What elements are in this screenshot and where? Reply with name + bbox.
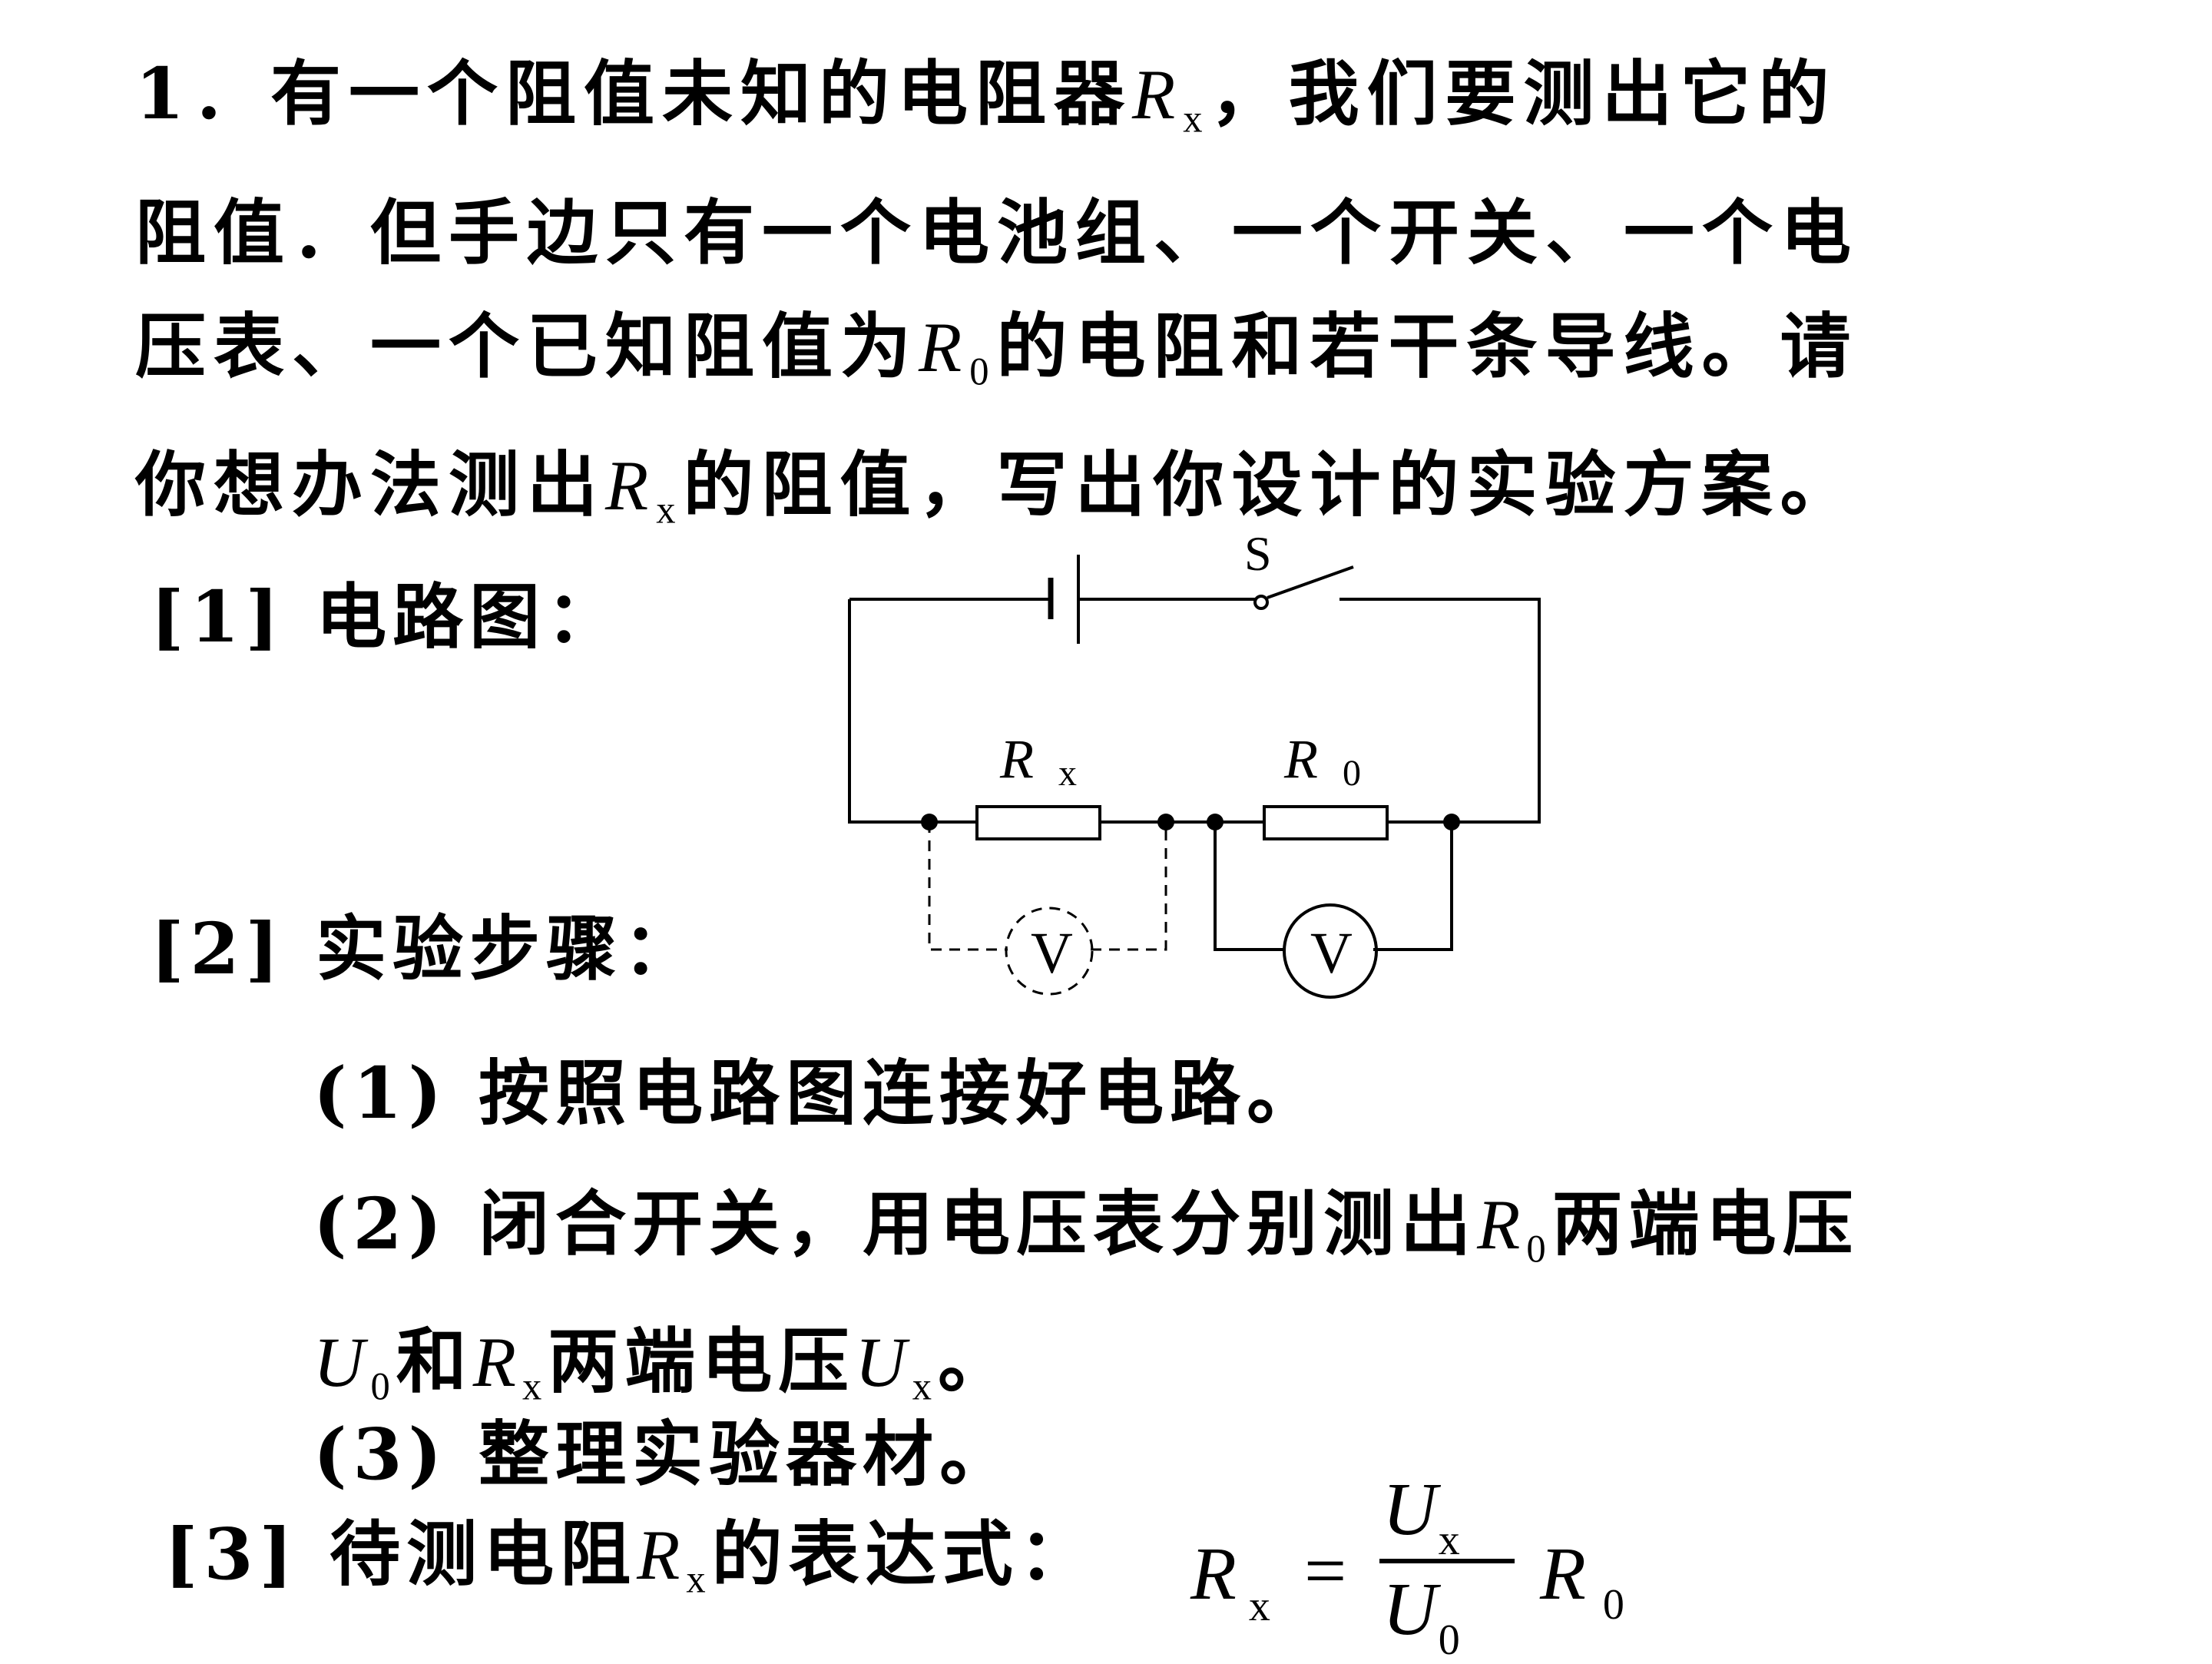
symbol-r: R <box>1477 1185 1527 1264</box>
r0-label: R <box>1283 728 1318 790</box>
step-2: (2) 闭合开关，用电压表分别测出R0两端电压 U0和Rx两端电压Ux。 <box>313 1168 2103 1442</box>
heading-text: [3] 待测电阻 <box>164 1513 637 1596</box>
wire-right <box>1339 598 1541 824</box>
formula-numerator: Ux <box>1382 1467 1460 1564</box>
subscript-x: x <box>522 1364 548 1408</box>
resistor-rx <box>975 805 1101 840</box>
voltmeter-solid <box>1283 903 1378 999</box>
problem-text: 压表、一个已知阻值为 <box>135 304 919 388</box>
problem-line-3: 压表、一个已知阻值为R0的电阻和若干条导线。请 <box>135 290 2101 429</box>
rx-subscript: x <box>1058 753 1077 794</box>
step-text: 和 <box>396 1319 473 1403</box>
section-heading-circuit: [1] 电路图： <box>151 575 624 658</box>
formula-denominator: U0 <box>1382 1566 1460 1664</box>
formula-symbol: U <box>1382 1568 1437 1651</box>
step-3: (3) 整理实验器材。 <box>313 1413 1017 1496</box>
rx-label: R <box>999 728 1034 790</box>
step-1: (1) 按照电路图连接好电路。 <box>313 1052 1324 1135</box>
step-2-line-1: (2) 闭合开关，用电压表分别测出R0两端电压 <box>313 1168 2103 1305</box>
formula-subscript: 0 <box>1602 1581 1624 1629</box>
subscript-x: x <box>912 1364 939 1408</box>
heading-text: 的表达式： <box>711 1513 1096 1596</box>
formula-subscript: x <box>1248 1583 1270 1630</box>
symbol-r: R <box>605 446 657 525</box>
junction-node <box>1207 814 1224 830</box>
problem-text: 的电阻和若干条导线。请 <box>996 304 1859 388</box>
symbol-u: U <box>855 1322 912 1401</box>
symbol-u: U <box>313 1322 371 1401</box>
subscript-0: 0 <box>370 1364 396 1408</box>
problem-line-2: 阻值．但手边只有一个电池组、一个开关、一个电 <box>135 191 1859 274</box>
formula-subscript: 0 <box>1438 1616 1460 1664</box>
junction-node <box>1157 814 1174 830</box>
problem-statement: 1．有一个阻值未知的电阻器Rx，我们要测出它的 阻值．但手边只有一个电池组、一个… <box>135 37 2101 567</box>
fraction-bar <box>1379 1559 1515 1563</box>
switch-label: S <box>1244 526 1272 581</box>
resistor-r0 <box>1263 805 1389 840</box>
step-text: (2) 闭合开关，用电压表分别测出 <box>313 1182 1478 1265</box>
section-heading-steps: [2] 实验步骤： <box>151 907 700 990</box>
formula-symbol: R <box>1190 1533 1237 1616</box>
junction-node <box>1443 814 1460 830</box>
section-heading-expression: [3] 待测电阻Rx的表达式： <box>164 1512 1096 1622</box>
problem-line-1: 1．有一个阻值未知的电阻器Rx，我们要测出它的 <box>135 37 2101 176</box>
circuit-diagram: S R x R 0 V V <box>848 526 1541 999</box>
formula-symbol: U <box>1382 1468 1437 1551</box>
subscript-x: x <box>656 489 684 532</box>
symbol-r: R <box>637 1516 687 1594</box>
problem-text: 的阻值，写出你设计的实验方案。 <box>683 443 1859 527</box>
problem-text: ，我们要测出它的 <box>1210 52 1837 135</box>
voltmeter-label: V <box>1031 921 1073 986</box>
lead-left <box>1214 822 1286 951</box>
problem-line-4: 你想办法测出Rx的阻值，写出你设计的实验方案。 <box>135 428 2101 567</box>
voltmeter-label: V <box>1310 921 1353 986</box>
switch-pivot <box>1253 595 1269 610</box>
step-2-line-2: U0和Rx两端电压Ux。 <box>313 1305 2103 1443</box>
dashed-lead-right <box>1091 822 1167 951</box>
symbol-r: R <box>472 1322 522 1401</box>
step-text: 两端电压 <box>1551 1182 1859 1265</box>
step-text: 两端电压 <box>548 1319 856 1403</box>
junction-node <box>921 814 938 830</box>
subscript-0: 0 <box>969 350 997 393</box>
subscript-x: x <box>686 1557 712 1601</box>
step-text: 。 <box>938 1319 1015 1403</box>
wire-left <box>848 599 977 824</box>
symbol-r: R <box>1132 55 1184 134</box>
problem-text: 你想办法测出 <box>135 443 606 527</box>
symbol-r: R <box>919 307 970 386</box>
r0-subscript: 0 <box>1343 753 1361 794</box>
switch-blade <box>1267 565 1354 599</box>
subscript-x: x <box>1183 97 1210 141</box>
voltmeter-dashed <box>1005 907 1094 996</box>
formula-equals: = <box>1304 1530 1347 1613</box>
problem-text: 1．有一个阻值未知的电阻器 <box>135 52 1133 135</box>
subscript-0: 0 <box>1526 1227 1552 1271</box>
formula-symbol: R <box>1540 1533 1586 1616</box>
formula-subscript: x <box>1438 1516 1460 1564</box>
lead-right <box>1373 822 1453 951</box>
dashed-lead-left <box>928 822 1008 951</box>
